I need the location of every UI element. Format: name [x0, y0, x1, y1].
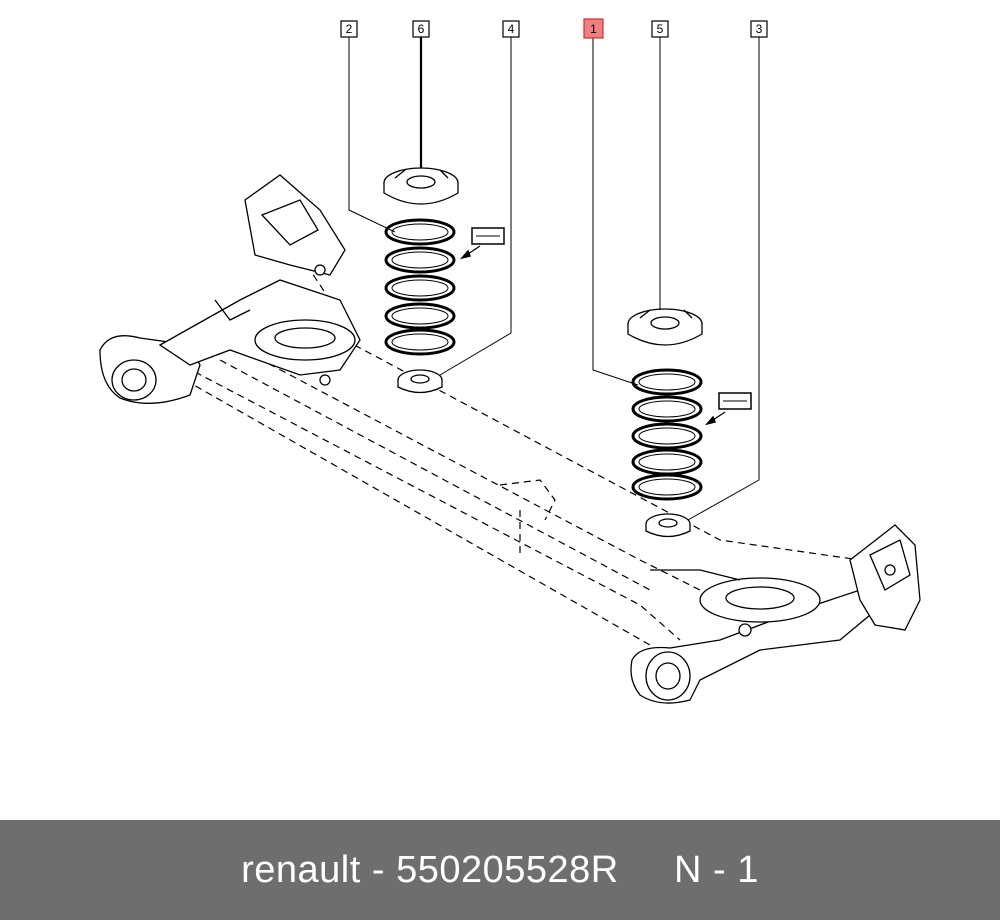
separator: -: [360, 848, 397, 891]
callout-label: 5: [657, 22, 664, 36]
upper-spring-seat-right: [627, 308, 703, 346]
callout-label: 1: [590, 22, 597, 36]
callout-1-highlighted: 1: [583, 18, 604, 39]
leader-lines: [348, 37, 760, 521]
coil-spring-right: [631, 368, 703, 501]
callout-label: 2: [346, 22, 353, 36]
right-trailing-arm: [630, 524, 921, 704]
item-note: N - 1: [674, 848, 759, 891]
callout-2: 2: [340, 20, 358, 38]
left-spring-assembly: [383, 167, 505, 394]
callout-label: 4: [508, 22, 515, 36]
callout-6: 6: [412, 20, 430, 38]
left-trailing-arm: [99, 174, 361, 404]
callout-4: 4: [502, 20, 520, 38]
leader-line-1: [592, 37, 639, 386]
brand-name: renault: [241, 848, 361, 891]
part-number-footer: renault - 550205528R N - 1: [0, 820, 1000, 920]
spring-marking-label-left: [459, 227, 505, 260]
parts-diagram: 2 6 4 1 5 3: [99, 18, 921, 704]
part-number: 550205528R: [396, 848, 619, 891]
lower-spring-seat-right: [645, 513, 691, 538]
callout-5: 5: [651, 20, 669, 38]
lower-spring-seat-left: [397, 369, 443, 394]
callout-label: 3: [756, 22, 763, 36]
callout-3: 3: [750, 20, 768, 38]
right-spring-assembly: [627, 308, 752, 538]
footer-gap: [619, 849, 674, 892]
coil-spring-left: [384, 218, 456, 356]
leader-line-2: [348, 37, 396, 233]
callout-label: 6: [418, 22, 425, 36]
callout-boxes: 2 6 4 1 5 3: [340, 18, 768, 39]
spring-marking-label-right: [704, 392, 752, 426]
leader-line-3: [687, 37, 760, 521]
upper-spring-seat-left: [383, 167, 459, 205]
leader-line-4: [439, 37, 512, 376]
